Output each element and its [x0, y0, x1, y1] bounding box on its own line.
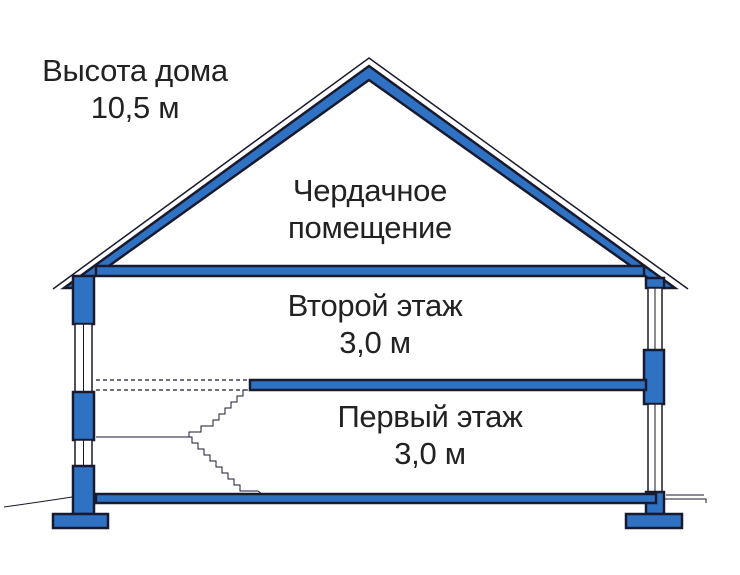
attic-floor-slab	[94, 264, 646, 278]
staircase	[96, 389, 263, 495]
house-height-value: 10,5 м	[90, 90, 180, 125]
right-foundation	[624, 512, 684, 530]
attic-label: Чердачное помещение	[240, 172, 500, 246]
second-floor-title: Второй этаж	[287, 288, 463, 323]
right-wall	[642, 276, 666, 516]
attic-label-line2: помещение	[288, 210, 452, 245]
first-floor-title: Первый этаж	[337, 399, 523, 434]
second-floor-slab	[248, 378, 648, 392]
first-floor-height: 3,0 м	[394, 436, 466, 471]
roof-outline	[52, 57, 689, 290]
house-height-title: Высота дома	[42, 53, 228, 88]
second-floor-opening	[96, 379, 250, 391]
ground-floor-slab	[94, 492, 658, 505]
left-foundation	[51, 512, 110, 530]
attic-label-line1: Чердачное	[292, 173, 448, 208]
ground-line	[3, 496, 73, 508]
house-height-label: Высота дома 10,5 м	[20, 52, 250, 126]
second-floor-label: Второй этаж 3,0 м	[250, 287, 500, 361]
left-wall	[71, 274, 96, 516]
first-floor-label: Первый этаж 3,0 м	[300, 398, 560, 472]
second-floor-height: 3,0 м	[339, 325, 411, 360]
ground-line-right	[662, 498, 707, 503]
